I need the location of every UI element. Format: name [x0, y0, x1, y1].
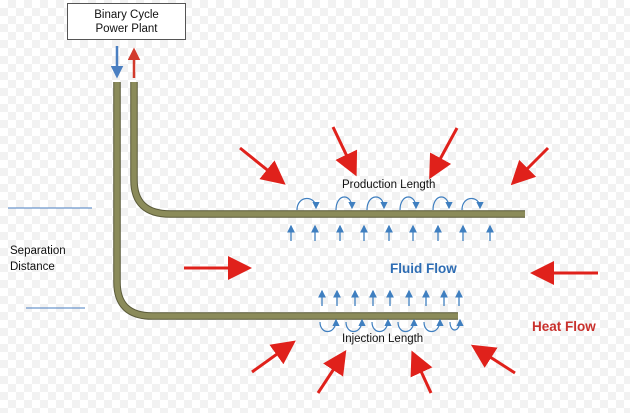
heat-flow-label: Heat Flow	[532, 319, 596, 334]
production-well-pipe	[130, 82, 525, 218]
heat-arrow	[470, 344, 516, 375]
production-curl-arrows	[296, 196, 484, 211]
heat-arrow	[331, 126, 358, 177]
injection-length-label: Injection Length	[342, 333, 424, 345]
production-length-label: Production Length	[342, 179, 436, 191]
power-plant-box: Binary Cycle Power Plant	[67, 3, 186, 40]
heat-arrow	[510, 146, 550, 186]
separation-label-line2: Distance	[10, 261, 55, 273]
heat-arrow	[429, 127, 459, 180]
injection-curl-arrows	[319, 318, 464, 333]
heat-arrow	[251, 340, 296, 374]
injection-up-arrows	[318, 289, 463, 306]
heat-arrow	[410, 350, 433, 394]
plant-title-line1: Binary Cycle	[94, 8, 159, 21]
heat-arrow	[239, 146, 286, 185]
plant-title-line2: Power Plant	[95, 22, 158, 35]
heat-flow-arrows	[184, 126, 598, 394]
fluid-flow-label: Fluid Flow	[390, 261, 457, 276]
heat-arrow	[316, 349, 347, 394]
injection-well-pipe	[113, 82, 458, 320]
fluid-up-arrows	[287, 224, 494, 241]
separation-label-line1: Separation	[10, 245, 66, 257]
